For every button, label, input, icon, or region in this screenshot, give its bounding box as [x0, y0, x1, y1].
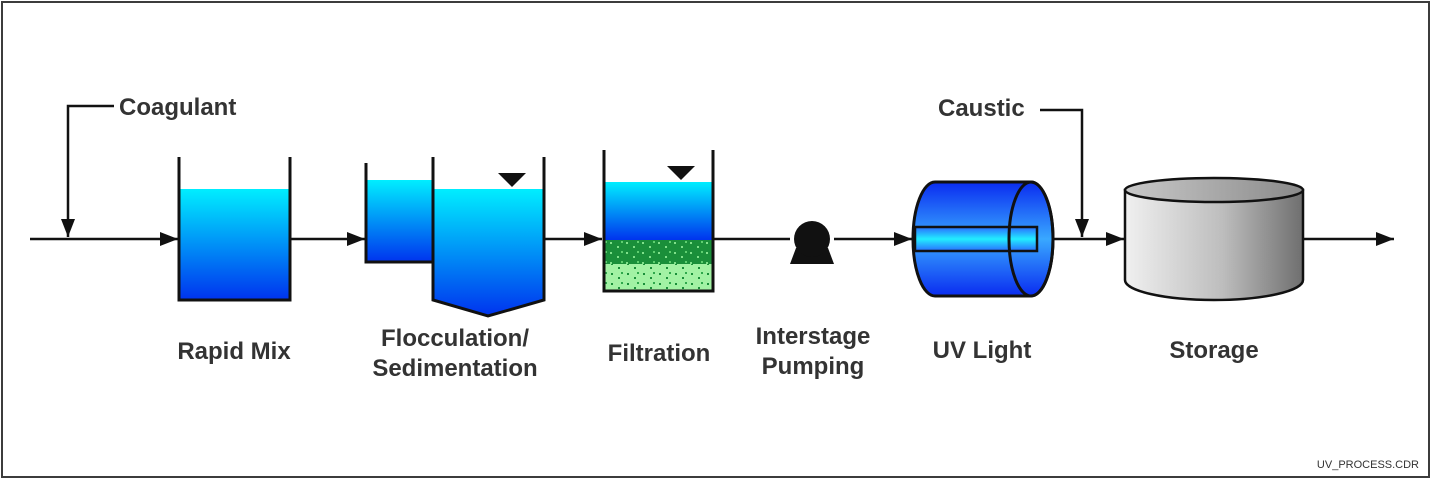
filtration-tank	[602, 150, 715, 293]
uv-reactor	[911, 180, 1055, 298]
pump-icon	[790, 221, 834, 264]
coagulant-feed-line	[61, 104, 114, 237]
sedimentation-tank	[431, 157, 546, 318]
storage-tank	[1123, 176, 1305, 302]
filter-media-coarse	[604, 240, 713, 264]
water-level-icon	[667, 166, 695, 180]
uv-lamp	[913, 225, 1039, 253]
pumping-label-line1: Interstage	[755, 323, 871, 350]
flocculation-label-line2: Sedimentation	[372, 355, 538, 382]
file-reference: UV_PROCESS.CDR	[1316, 459, 1419, 471]
rapid-mix-label: Rapid Mix	[177, 338, 291, 365]
rapid-mix-tank	[177, 157, 292, 302]
storage-label: Storage	[1169, 337, 1259, 364]
uv-light-label: UV Light	[932, 337, 1032, 364]
coagulant-label: Coagulant	[119, 94, 237, 121]
caustic-feed-line	[1040, 108, 1089, 237]
flocculation-tank	[364, 163, 433, 264]
pumping-label: Interstage Pumping	[733, 322, 893, 382]
flocculation-label-line1: Flocculation/	[380, 325, 529, 352]
filtration-label: Filtration	[607, 340, 711, 367]
water-level-icon	[498, 173, 526, 187]
pumping-label-line2: Pumping	[761, 353, 865, 380]
filter-media-fine	[604, 264, 713, 291]
caustic-label: Caustic	[938, 95, 1025, 122]
flocculation-label: Flocculation/ Sedimentation	[345, 324, 565, 384]
